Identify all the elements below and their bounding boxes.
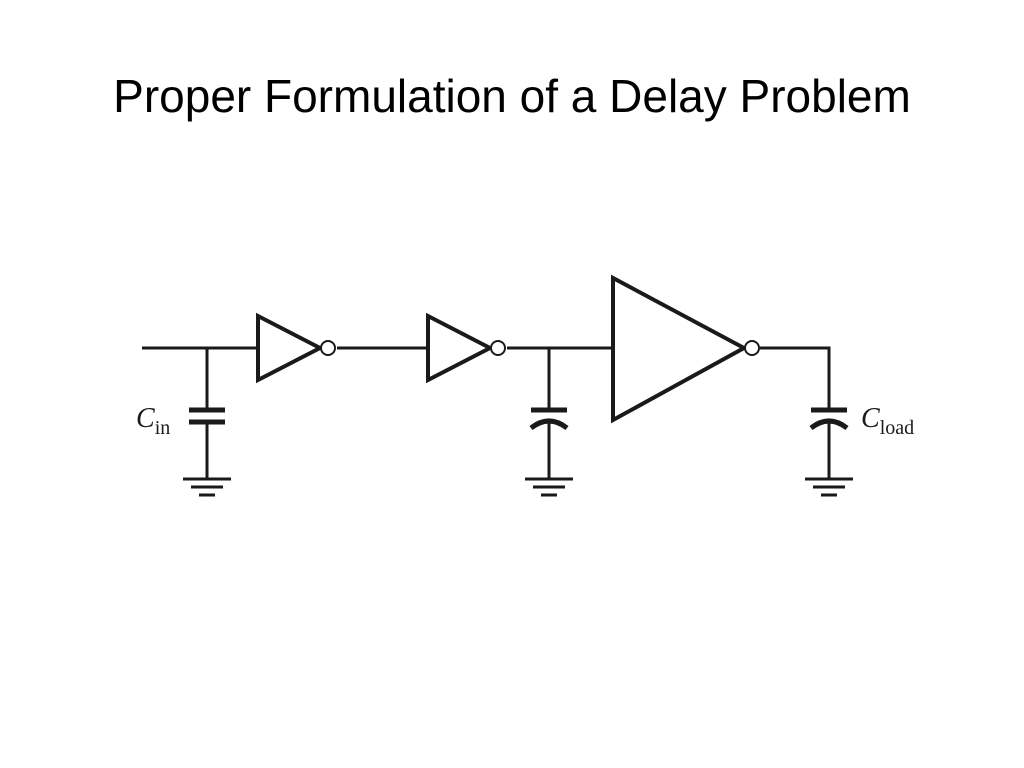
cin-label-main: C	[136, 403, 155, 434]
cload-label-main: C	[861, 403, 880, 434]
inverter-1	[256, 312, 336, 384]
input-capacitor	[183, 348, 231, 497]
inverter-2-bubble	[490, 340, 506, 356]
inverter-3-triangle	[611, 274, 749, 424]
output-wire	[760, 346, 831, 408]
inverter-3-bubble	[744, 340, 760, 356]
cin-label-subscript: in	[155, 417, 171, 439]
inverter-1-triangle	[256, 312, 325, 384]
slide-title: Proper Formulation of a Delay Problem	[113, 70, 911, 122]
cload-label: Cload	[861, 403, 914, 439]
cload-label-subscript: load	[880, 417, 914, 439]
internal-capacitor	[525, 348, 573, 497]
inverter-3	[611, 274, 760, 424]
ground-icon	[183, 477, 231, 497]
inverter-1-bubble	[320, 340, 336, 356]
cin-label: Cin	[136, 403, 170, 439]
inverter-2	[426, 312, 506, 384]
inverter-2-triangle	[426, 312, 495, 384]
load-capacitor	[805, 407, 853, 497]
ground-icon	[525, 477, 573, 497]
ground-icon	[805, 477, 853, 497]
signal-wires	[142, 346, 831, 408]
